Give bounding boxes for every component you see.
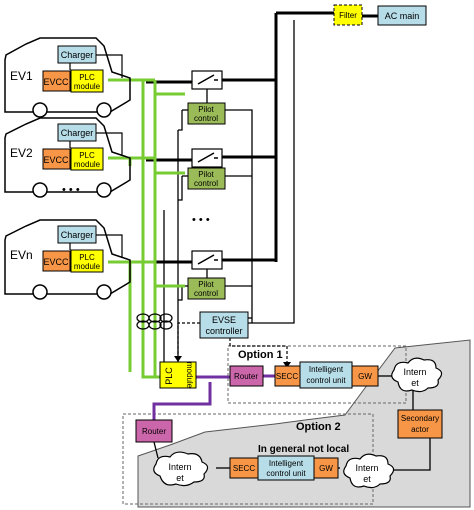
evcc-label: EVCC (43, 155, 69, 165)
option1-label: Option 1 (238, 349, 283, 361)
charger-box (57, 45, 97, 64)
car1-components: Charger EVCC PLC module (42, 45, 104, 93)
internet-line1: Intern (403, 367, 426, 377)
ev2-label: EV2 (10, 146, 33, 160)
secondary-actor-box: Secondary actor (397, 409, 443, 439)
plc-green-lines (108, 78, 185, 379)
icu-line1: Intelligent (269, 459, 304, 468)
secc-label: SECC (276, 372, 298, 381)
internet-line2: et (363, 474, 371, 484)
secc-option1: SECC (274, 365, 301, 387)
internet-cloud-option1: Intern et (391, 357, 443, 393)
router-to-cloud-line (153, 441, 159, 459)
power-lines (146, 11, 378, 264)
gw-label: GW (319, 464, 333, 473)
internet-line2: et (176, 473, 184, 483)
icu-line1: Intelligent (309, 365, 344, 374)
evcc-label: EVCC (43, 257, 69, 267)
charger-label: Charger (61, 230, 94, 240)
pilot-line1: Pilot (198, 280, 214, 289)
icu-option2: Intelligent control unit (257, 455, 315, 481)
router-option2: Router (135, 419, 173, 443)
charger-label: Charger (61, 128, 94, 138)
evcc-label: EVCC (43, 77, 69, 87)
router-label: Router (142, 427, 166, 436)
secondary-line1: Secondary (401, 414, 439, 423)
pilot-control-1: Pilot control (187, 102, 226, 125)
pilot-line2: control (194, 114, 218, 123)
router-label: Router (234, 372, 258, 381)
pilot-line2: control (194, 179, 218, 188)
icu-option1: Intelligent control unit (299, 361, 353, 389)
ev-car-1 (4, 37, 131, 118)
plc-module-box (70, 69, 104, 93)
ev1-label: EV1 (10, 69, 33, 83)
icu-line2: control unit (266, 469, 306, 478)
ev-car-n (4, 219, 131, 300)
internet-line1: Intern (168, 462, 191, 472)
evse-line2: controller (205, 326, 242, 336)
plc-module-box (70, 249, 104, 273)
pilot-control-n: Pilot control (187, 277, 226, 300)
internet-cloud-option2-left: Intern et (153, 451, 209, 487)
evse-line1: EVSE (212, 315, 236, 325)
charger-box (57, 225, 97, 244)
pilot-line1: Pilot (198, 105, 214, 114)
plc-module-box (70, 147, 104, 171)
charger-label: Charger (61, 50, 94, 60)
in-car-wiring (69, 54, 123, 258)
evcc-box (42, 250, 71, 272)
not-local-label: In general not local (258, 444, 349, 455)
plc-module-line1: PLC (79, 151, 95, 160)
icu-line2: control unit (306, 376, 346, 385)
pilot-control-2: Pilot control (187, 167, 226, 190)
coupling-transformers (136, 313, 173, 330)
pilot-line2: control (194, 289, 218, 298)
filter-label: Filter (339, 11, 357, 20)
ac-main-box: AC main (377, 5, 427, 26)
secc-label: SECC (233, 464, 255, 473)
station-plc-module: PLC module (159, 361, 197, 389)
car-ellipsis: • • • (62, 184, 80, 196)
internet-cloud-option2-right: Intern et (343, 453, 395, 489)
gw-option2: GW (313, 457, 339, 479)
plc-module-line2: module (74, 82, 101, 91)
pilot-line1: Pilot (198, 170, 214, 179)
charger-box (57, 123, 97, 142)
switch-1 (191, 70, 223, 90)
plc-module-line1: PLC (79, 73, 95, 82)
evcc-box (42, 148, 71, 170)
gw-option1: GW (351, 365, 379, 387)
ac-main-label: AC main (385, 11, 420, 21)
internet-line2: et (411, 378, 419, 388)
secc-option2: SECC (229, 457, 259, 479)
secondary-line2: actor (411, 425, 429, 434)
plc-module-line1: PLC (79, 253, 95, 262)
station-plc-label: PLC (164, 367, 174, 385)
switch-n (191, 250, 223, 270)
filter-box: Filter (333, 4, 363, 26)
evn-label: EVn (10, 248, 33, 262)
car2-components: Charger EVCC PLC module (42, 123, 104, 171)
evcc-box (42, 70, 71, 92)
plc-module-line2: module (74, 160, 101, 169)
ev-car-2 (4, 117, 131, 198)
router-option1: Router (229, 365, 264, 387)
station-module-label: module (185, 362, 194, 389)
internet-line1: Intern (355, 463, 378, 473)
evse-dashed-connections (177, 322, 288, 362)
plc-module-line2: module (74, 262, 101, 271)
gw-label: GW (358, 372, 372, 381)
network-purple-lines (152, 374, 275, 420)
switch-ellipsis: • • • (192, 214, 210, 226)
evse-controller-box: EVSE controller (199, 311, 249, 339)
option2-label: Option 2 (296, 421, 341, 433)
carn-components: Charger EVCC PLC module (42, 225, 104, 273)
switch-2 (191, 148, 223, 168)
